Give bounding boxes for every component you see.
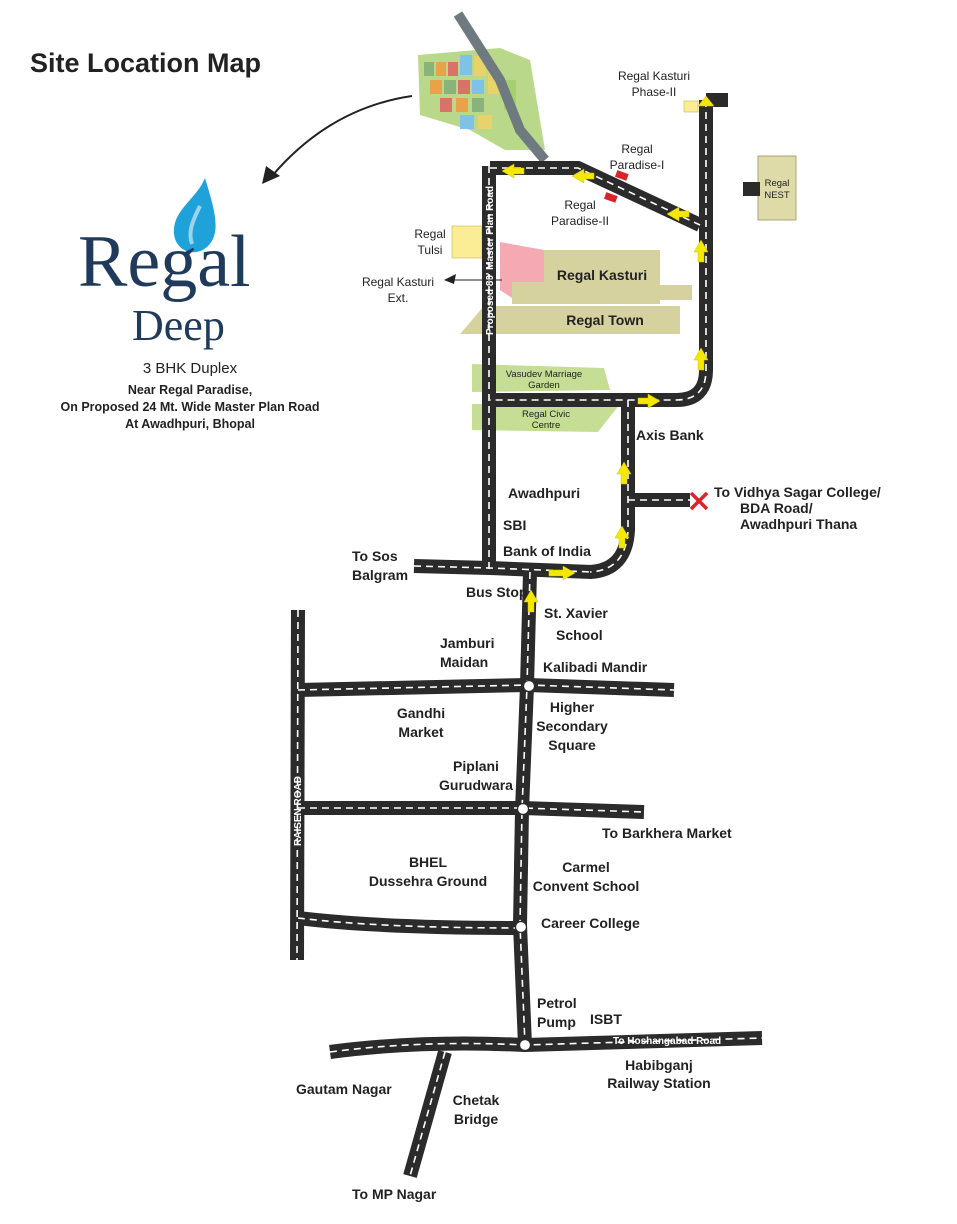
vasudev-label-2: Garden: [528, 380, 560, 391]
address-line-1: Near Regal Paradise,: [128, 383, 252, 397]
vidhya-label-2: BDA Road/: [740, 500, 813, 516]
direction-arrows: [501, 95, 715, 613]
paradise-1-marker: [614, 170, 629, 181]
piplani-label-2: Gurudwara: [439, 777, 513, 793]
brand-block: Regal Deep 3 BHK Duplex Near Regal Parad…: [61, 178, 320, 431]
higher-sec-label-1: Higher: [550, 699, 595, 715]
mp-nagar-label: To MP Nagar: [352, 1186, 437, 1202]
tulsi-label-2: Tulsi: [418, 243, 443, 257]
bus-stop-label: Bus Stop: [466, 584, 527, 600]
pointer-arrowhead: [262, 166, 280, 184]
vidhya-label-3: Awadhpuri Thana: [740, 516, 857, 532]
nest-label-1: Regal: [765, 178, 790, 189]
higher-sec-label-3: Square: [548, 737, 596, 753]
address-line-2: On Proposed 24 Mt. Wide Master Plan Road: [61, 400, 320, 414]
regal-kasturi-phase2-block: [683, 100, 699, 113]
arrow-up-icon: [693, 239, 709, 263]
piplani-label-1: Piplani: [453, 758, 499, 774]
hoshangabad-road-label: To Hoshangabad Road: [613, 1036, 721, 1047]
arrow-left-icon: [666, 206, 690, 222]
paradise1-label-2: Paradise-I: [610, 158, 665, 172]
regal-tulsi-block: [451, 225, 483, 259]
carmel-label-2: Convent School: [533, 878, 640, 894]
tulsi-label-1: Regal: [414, 227, 445, 241]
arrow-up-icon: [693, 347, 709, 371]
address-line-3: At Awadhpuri, Bhopal: [125, 417, 255, 431]
kasturi-phase2-label-2: Phase-II: [632, 85, 677, 99]
petrol-label-2: Pump: [537, 1014, 576, 1030]
raisen-road-label: RAISEN ROAD: [293, 776, 304, 846]
career-label: Career College: [541, 915, 640, 931]
chetak-label-2: Bridge: [454, 1111, 499, 1127]
barkhera-label: To Barkhera Market: [602, 825, 732, 841]
pointer-arrow: [271, 95, 413, 177]
product-type: 3 BHK Duplex: [143, 360, 238, 377]
junction-nodes: [514, 679, 536, 1052]
sos-label-1: To Sos: [352, 548, 398, 564]
regal-town-label: Regal Town: [566, 312, 644, 328]
master-plan-road-label: Proposed 80' Master Plan Road: [485, 186, 496, 335]
brand-sub-name: Deep: [132, 301, 225, 350]
xavier-label-1: St. Xavier: [544, 605, 608, 621]
regal-kasturi-label: Regal Kasturi: [557, 267, 647, 283]
habibganj-label-2: Railway Station: [607, 1075, 710, 1091]
bank-of-india-label: Bank of India: [503, 543, 591, 559]
kasturi-ext-label-2: Ext.: [388, 291, 409, 305]
jamburi-label-2: Maidan: [440, 654, 488, 670]
nest-label-2: NEST: [764, 190, 790, 201]
civic-label-1: Regal Civic: [522, 409, 570, 420]
axis-bank-label: Axis Bank: [636, 427, 704, 443]
kalibadi-label: Kalibadi Mandir: [543, 659, 648, 675]
habibganj-label-1: Habibganj: [625, 1057, 693, 1073]
paradise2-label-1: Regal: [564, 198, 595, 212]
vasudev-garden-block: [472, 364, 610, 392]
paradise1-label-1: Regal: [621, 142, 652, 156]
map-title: Site Location Map: [30, 48, 261, 78]
awadhpuri-label: Awadhpuri: [508, 485, 580, 501]
regal-town-block: [460, 306, 680, 334]
site-plan-thumbnail: [418, 11, 549, 164]
regal-kasturi-block: [512, 250, 692, 304]
paradise2-label-2: Paradise-II: [551, 214, 609, 228]
arrow-up-icon: [697, 95, 715, 107]
regal-civic-centre-block: [472, 404, 620, 432]
gautam-label: Gautam Nagar: [296, 1081, 392, 1097]
arrow-right-icon: [548, 565, 576, 581]
paradise-2-marker: [603, 192, 618, 203]
arrow-up-icon: [616, 461, 632, 485]
brand-name: Regal: [78, 221, 251, 303]
jamburi-label-1: Jamburi: [440, 635, 494, 651]
arrow-left-icon: [571, 168, 595, 184]
vidhya-label-1: To Vidhya Sagar College/: [714, 484, 881, 500]
kasturi-phase2-label-1: Regal Kasturi: [618, 69, 690, 83]
gandhi-label-1: Gandhi: [397, 705, 445, 721]
pink-block: [500, 242, 544, 298]
bhel-label-1: BHEL: [409, 854, 448, 870]
arrow-right-icon: [637, 393, 661, 409]
arrow-up-icon: [523, 589, 539, 613]
gandhi-label-2: Market: [398, 724, 443, 740]
xavier-label-2: School: [556, 627, 603, 643]
chetak-label-1: Chetak: [453, 1092, 500, 1108]
petrol-label-1: Petrol: [537, 995, 577, 1011]
arrow-left-icon: [501, 163, 525, 179]
carmel-label-1: Carmel: [562, 859, 609, 875]
kasturi-ext-pointer-icon: [444, 274, 456, 284]
vasudev-label-1: Vasudev Marriage: [506, 369, 582, 380]
arrow-up-icon: [614, 525, 630, 549]
civic-label-2: Centre: [532, 420, 561, 431]
kasturi-ext-label-1: Regal Kasturi: [362, 275, 434, 289]
isbt-label: ISBT: [590, 1011, 622, 1027]
sos-label-2: Balgram: [352, 567, 408, 583]
higher-sec-label-2: Secondary: [536, 718, 608, 734]
sbi-label: SBI: [503, 517, 526, 533]
cross-marker-icon: [689, 491, 709, 511]
bhel-label-2: Dussehra Ground: [369, 873, 487, 889]
